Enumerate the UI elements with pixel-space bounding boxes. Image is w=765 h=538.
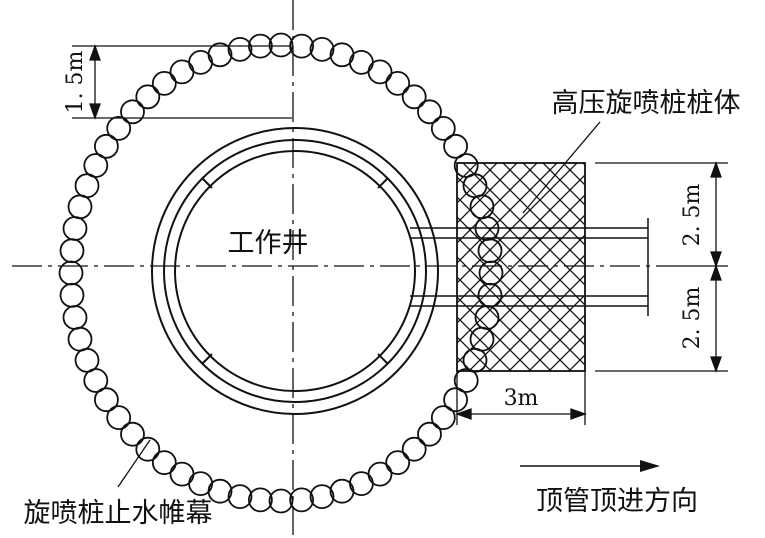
curtain-pile-circle	[417, 99, 442, 125]
jacking-direction-arrow	[520, 460, 660, 472]
curtain-pile-circle	[430, 115, 456, 141]
curtain-pile-circle	[477, 238, 503, 264]
curtain-pile-circle	[309, 37, 335, 62]
curtain-pile-circle	[401, 436, 427, 462]
curtain-pile-circle	[289, 33, 315, 59]
curtain-pile-circle	[247, 487, 273, 513]
curtain-pile-circle	[309, 484, 335, 510]
curtain-pile-circle	[385, 71, 411, 96]
curtain-pile-circle	[367, 59, 393, 85]
curtain-pile-circle	[58, 260, 84, 286]
curtain-pile-circle	[207, 42, 233, 68]
dim-lower-half-label: 2. 5m	[680, 286, 705, 349]
curtain-pile-circle	[151, 450, 177, 476]
curtain-pile-circle	[385, 450, 411, 476]
dim-upper-half-label: 2. 5m	[680, 183, 705, 246]
curtain-pile-circle	[94, 387, 119, 413]
curtain-pile-circle	[227, 37, 253, 62]
curtain-pile-circle	[268, 32, 294, 58]
curtain-pile-circle	[430, 405, 456, 431]
curtain-pile-circle	[94, 133, 119, 159]
dim-ring-width-label: 1. 5m	[63, 50, 88, 113]
curtain-pile-circle	[443, 133, 469, 159]
curtain-pile-circle	[83, 153, 109, 178]
label-jacking-direction: 顶管顶进方向	[536, 486, 698, 517]
dim-block-width-label: 3m	[504, 386, 539, 411]
curtain-pile-circle	[120, 421, 145, 447]
curtain-pile-circle	[268, 488, 294, 514]
dimension-block-width	[455, 371, 587, 425]
label-curtain: 旋喷桩止水帷幕	[24, 498, 213, 529]
leader-jet-pile-body	[522, 121, 601, 214]
jet-pile-curtain-ring	[58, 32, 504, 514]
curtain-pile-circle	[169, 461, 195, 487]
curtain-pile-circle	[67, 326, 93, 352]
jet-pile-body-block	[456, 162, 586, 372]
curtain-pile-circle	[106, 405, 132, 431]
label-jet-pile-body: 高压旋喷桩桩体	[552, 88, 741, 119]
curtain-pile-circle	[120, 99, 145, 125]
curtain-pile-circle	[62, 305, 88, 330]
curtain-pile-circle	[453, 368, 479, 393]
curtain-pile-circle	[106, 115, 132, 141]
label-working-well: 工作井	[228, 228, 309, 259]
curtain-pile-circle	[62, 216, 88, 241]
curtain-pile-circle	[227, 484, 253, 510]
curtain-pile-circle	[289, 487, 315, 513]
curtain-pile-circle	[67, 194, 93, 220]
curtain-pile-circle	[401, 84, 427, 110]
curtain-pile-circle	[135, 436, 161, 462]
curtain-pile-circle	[151, 71, 177, 96]
curtain-pile-circle	[59, 282, 85, 308]
curtain-pile-circle	[74, 347, 100, 373]
leader-curtain	[117, 439, 151, 488]
curtain-pile-circle	[59, 238, 85, 264]
working-well	[151, 127, 439, 415]
curtain-pile-circle	[329, 478, 355, 504]
curtain-pile-circle	[417, 421, 442, 447]
curtain-pile-circle	[135, 84, 161, 110]
dimension-ring-width	[72, 44, 292, 120]
dimension-block-height	[595, 161, 728, 373]
curtain-pile-circle	[443, 387, 469, 413]
